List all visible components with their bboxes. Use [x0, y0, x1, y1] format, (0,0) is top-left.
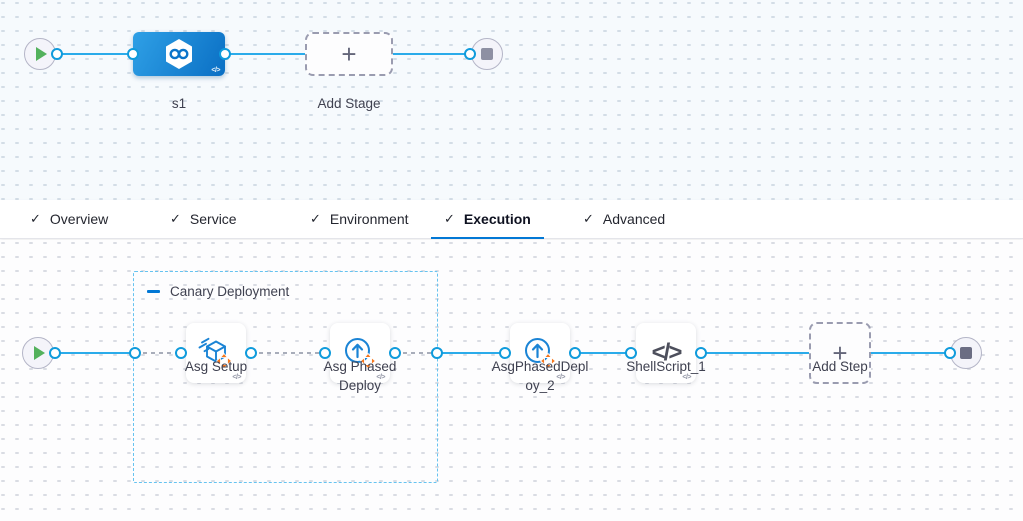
check-icon: ✓: [310, 211, 321, 226]
check-icon: ✓: [30, 211, 41, 226]
step-code-badge-icon: </>: [556, 374, 565, 381]
play-icon: [34, 346, 45, 360]
connector-dot: [129, 347, 141, 359]
add-stage-label: Add Stage: [317, 96, 381, 111]
step-link-line: [575, 352, 631, 354]
stage-code-badge-icon: </>: [211, 67, 220, 74]
plus-icon: +: [341, 39, 357, 69]
tab-label: Environment: [329, 211, 409, 227]
tab-execution-active[interactable]: ✓ Execution: [431, 200, 544, 239]
asg-phased-deploy-icon: [345, 338, 377, 370]
tab-advanced[interactable]: ✓ Advanced: [583, 200, 665, 238]
step-link-line-dashed: [395, 352, 437, 354]
step-code-badge-icon: </>: [376, 374, 385, 381]
check-icon: ✓: [444, 210, 455, 226]
connector-dot: [127, 48, 139, 60]
tab-label: Execution: [463, 210, 531, 227]
stop-icon: [481, 48, 493, 60]
execution-end-node: [950, 337, 982, 369]
step-code-badge-icon: </>: [232, 374, 241, 381]
tab-environment[interactable]: ✓ Environment: [310, 200, 409, 238]
step-link-line-dashed: [135, 352, 181, 354]
connector-dot: [319, 347, 331, 359]
stage-node-s1[interactable]: </>: [133, 32, 225, 76]
add-step-button[interactable]: +: [809, 322, 871, 384]
connector-dot: [464, 48, 476, 60]
connector-dot: [944, 347, 956, 359]
tab-service[interactable]: ✓ Service: [170, 200, 237, 238]
connector-dot: [695, 347, 707, 359]
cd-stage-hexagon-icon: [166, 39, 192, 69]
collapse-minus-icon[interactable]: [147, 290, 160, 293]
step-asg-phased-deploy-2[interactable]: </>: [510, 323, 570, 383]
step-group-label: Canary Deployment: [170, 284, 290, 299]
step-asg-setup[interactable]: </>: [186, 323, 246, 383]
step-label: Asg Setup: [184, 359, 248, 374]
tab-label: Overview: [49, 211, 109, 227]
step-code-badge-icon: </>: [682, 374, 691, 381]
check-icon: ✓: [583, 211, 594, 226]
connector-dot: [431, 347, 443, 359]
connector-dot: [175, 347, 187, 359]
tab-label: Service: [189, 211, 237, 227]
execution-start-node: [22, 337, 54, 369]
pipeline-start-node: [24, 38, 56, 70]
step-group-header: Canary Deployment: [147, 284, 289, 299]
connector-dot: [51, 48, 63, 60]
add-stage-button[interactable]: +: [305, 32, 393, 76]
step-link-line-dashed: [251, 352, 325, 354]
connector-dot: [245, 347, 257, 359]
execution-graph-canvas: Canary Deployment: [0, 240, 1023, 521]
connector-dot: [499, 347, 511, 359]
step-link-line: [437, 352, 505, 354]
asg-setup-icon: [198, 337, 233, 370]
step-asg-phased-deploy[interactable]: </>: [330, 323, 390, 383]
step-shellscript-1[interactable]: </> </>: [636, 323, 696, 383]
stage-graph-canvas: </> s1 + Add Stage: [0, 0, 1023, 200]
stage-config-tabbar: ✓ Overview ✓ Service ✓ Environment ✓ Exe…: [0, 200, 1023, 239]
add-step-label: Add Step: [812, 359, 868, 374]
connector-dot: [389, 347, 401, 359]
step-group-canary-deployment: [133, 271, 438, 483]
plus-icon: +: [832, 338, 848, 368]
connector-dot: [219, 48, 231, 60]
stage-link-line: [57, 53, 470, 55]
shell-script-icon: </>: [651, 339, 683, 366]
step-link-line: [55, 352, 135, 354]
connector-dot: [569, 347, 581, 359]
check-icon: ✓: [170, 211, 181, 226]
connector-dot: [49, 347, 61, 359]
play-icon: [36, 47, 47, 61]
asg-phased-deploy-icon: [525, 338, 557, 370]
tab-overview[interactable]: ✓ Overview: [30, 200, 108, 238]
step-label: AsgPhasedDeploy_2: [491, 359, 589, 393]
stop-icon: [960, 347, 972, 359]
stage-label: s1: [171, 96, 187, 111]
step-label: ShellScript_1: [626, 359, 706, 374]
tab-label: Advanced: [602, 211, 666, 227]
pipeline-end-node: [471, 38, 503, 70]
connector-dot: [625, 347, 637, 359]
step-label: Asg Phased Deploy: [323, 359, 397, 393]
